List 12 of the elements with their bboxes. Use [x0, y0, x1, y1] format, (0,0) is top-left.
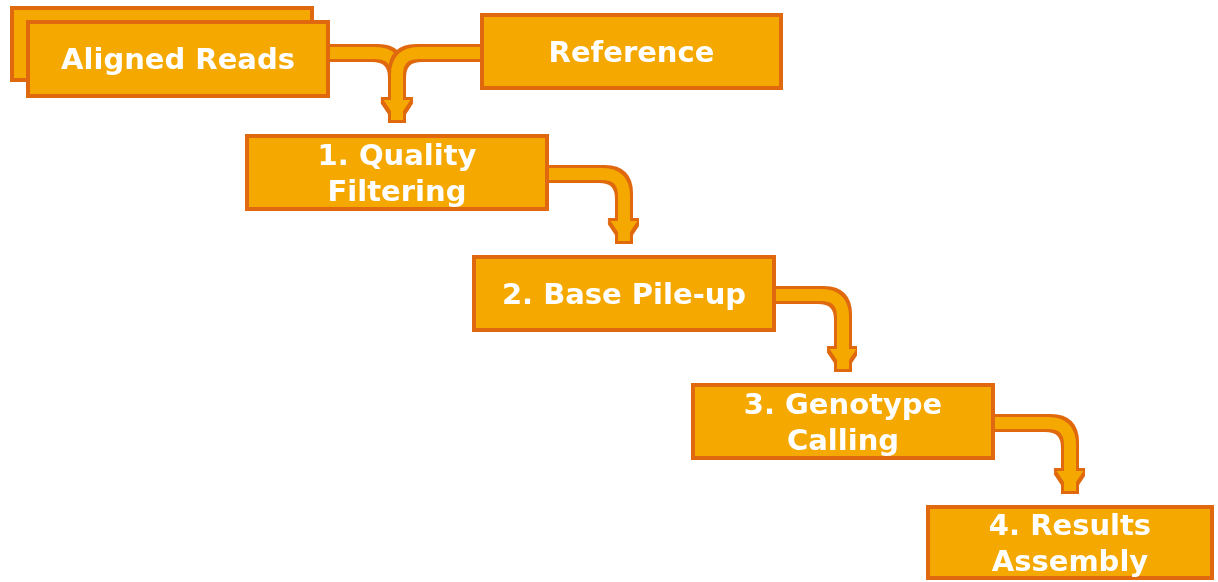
process-box — [472, 255, 776, 332]
process-box — [480, 13, 783, 90]
process-box — [691, 383, 995, 460]
process-box — [245, 134, 549, 211]
box-label: 1. Quality Filtering — [316, 136, 478, 209]
box-label: Aligned Reads — [61, 41, 295, 77]
box-label: 2. Base Pile-up — [501, 275, 747, 312]
process-box — [926, 505, 1214, 580]
process-box — [26, 20, 330, 98]
box-label: 4. Results Assembly — [987, 506, 1153, 579]
box-label: Reference — [548, 33, 715, 70]
box-label: 3. Genotype Calling — [742, 385, 944, 458]
